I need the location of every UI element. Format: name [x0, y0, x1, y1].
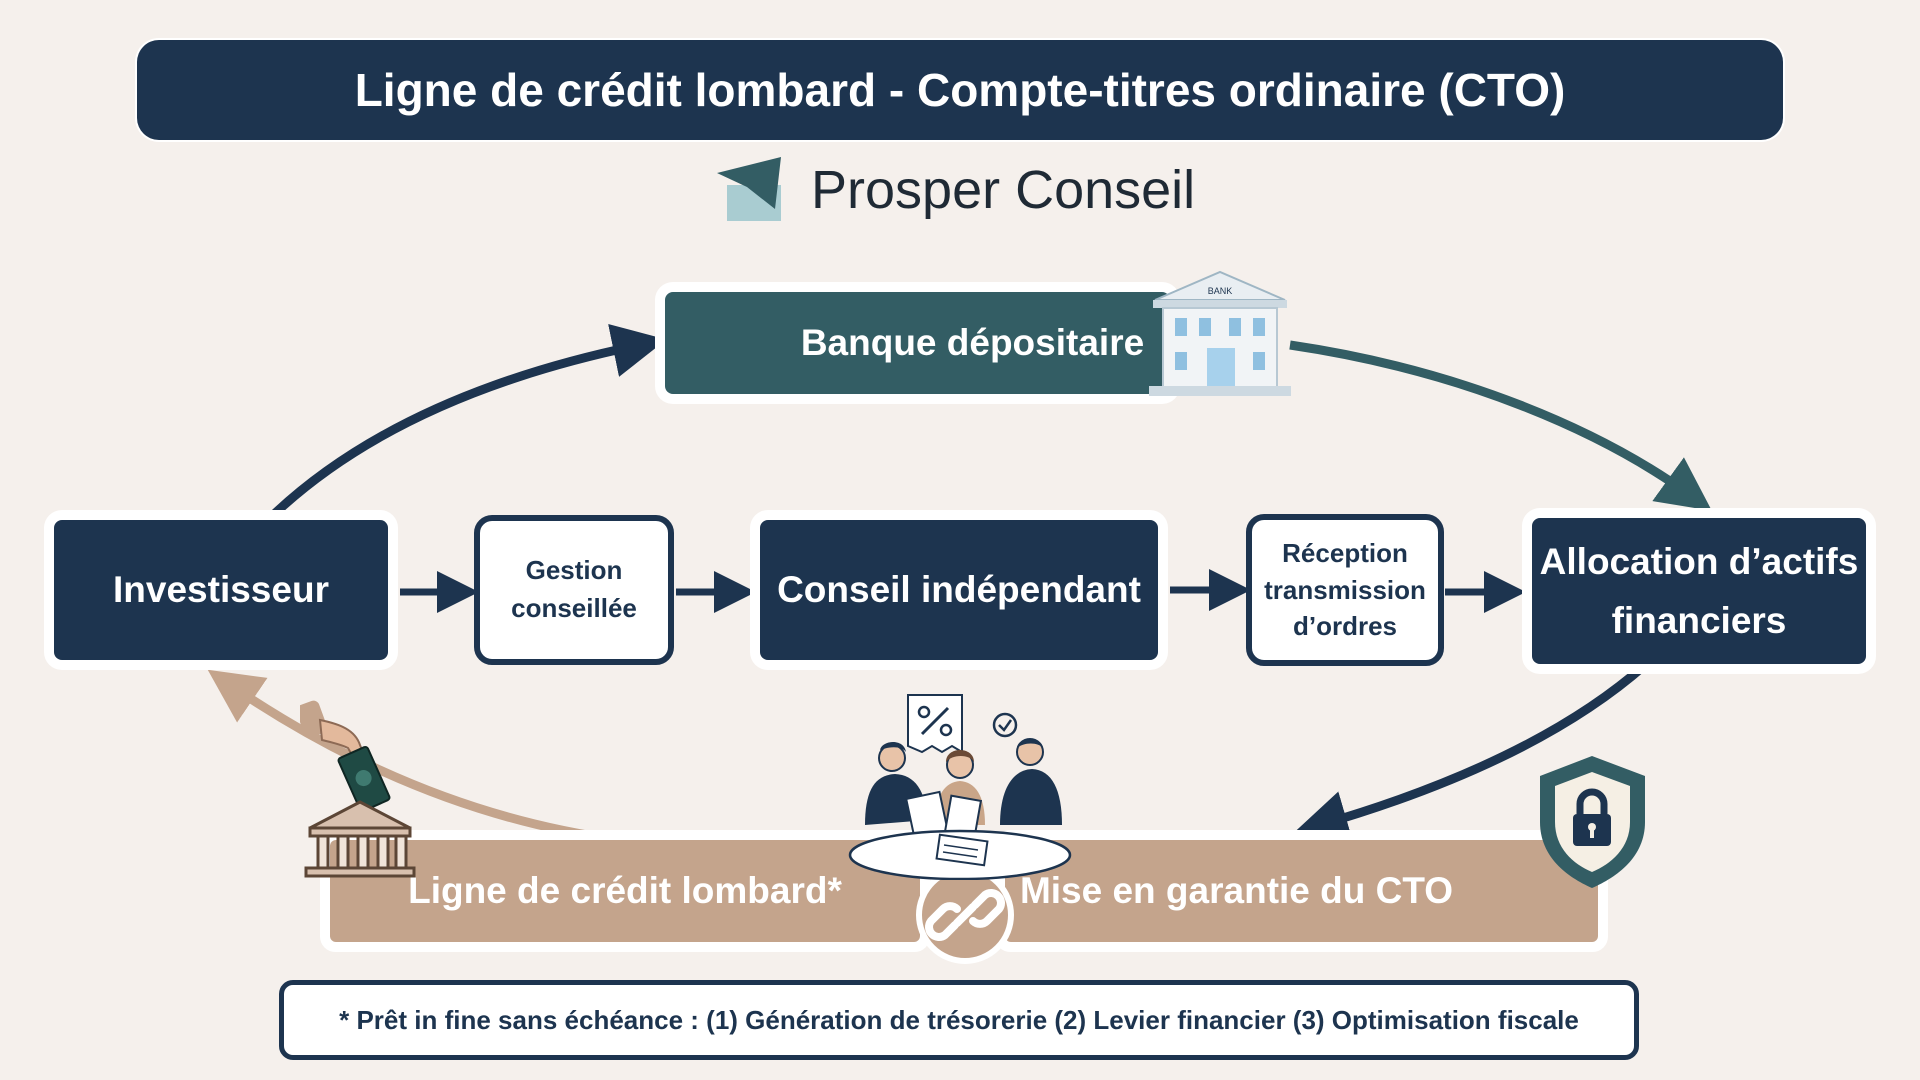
node-mise-garantie-label: Mise en garantie du CTO	[1019, 870, 1454, 911]
logo-icon	[717, 157, 781, 221]
node-allocation-label: Allocation d’actifs financiers	[1539, 540, 1859, 641]
node-ligne-credit: Ligne de crédit lombard*	[330, 840, 920, 942]
meeting-illustration	[848, 694, 1072, 880]
bank-sign: BANK	[1208, 286, 1233, 296]
arrow-credit-investisseur	[207, 669, 621, 845]
node-allocation: Allocation d’actifs financiers	[1532, 518, 1866, 664]
arrow-allocation-garantie	[1294, 661, 1648, 844]
shield-lock-icon	[1540, 756, 1645, 888]
arrow-banque-allocation	[1289, 340, 1712, 511]
chain-link-icon	[916, 866, 1014, 964]
node-investisseur: Investisseur	[54, 520, 388, 660]
money-hand-icon	[300, 700, 416, 878]
node-mise-garantie: Mise en garantie du CTO	[1005, 840, 1598, 942]
page-title: Ligne de crédit lombard - Compte-titres …	[137, 40, 1783, 140]
node-gestion: Gestion conseillée	[474, 515, 674, 665]
node-banque: Banque dépositaire	[665, 292, 1170, 394]
brand-name: Prosper Conseil	[811, 160, 1196, 220]
arrow-investisseur-banque	[264, 324, 667, 524]
node-banque-label: Banque dépositaire	[800, 322, 1145, 363]
node-reception-label: Réception transmission d’ordres	[1264, 538, 1426, 642]
node-reception: Réception transmission d’ordres	[1246, 514, 1444, 666]
brand: Prosper Conseil	[715, 150, 1195, 230]
node-ligne-credit-label: Ligne de crédit lombard*	[408, 870, 842, 911]
node-gestion-label: Gestion conseillée	[511, 555, 637, 623]
node-conseil-label: Conseil indépendant	[777, 569, 1141, 610]
footnote: * Prêt in fine sans échéance : (1) Génér…	[279, 980, 1639, 1060]
node-investisseur-label: Investisseur	[113, 569, 329, 610]
node-conseil: Conseil indépendant	[760, 520, 1158, 660]
bank-icon: BANK	[1149, 270, 1291, 396]
